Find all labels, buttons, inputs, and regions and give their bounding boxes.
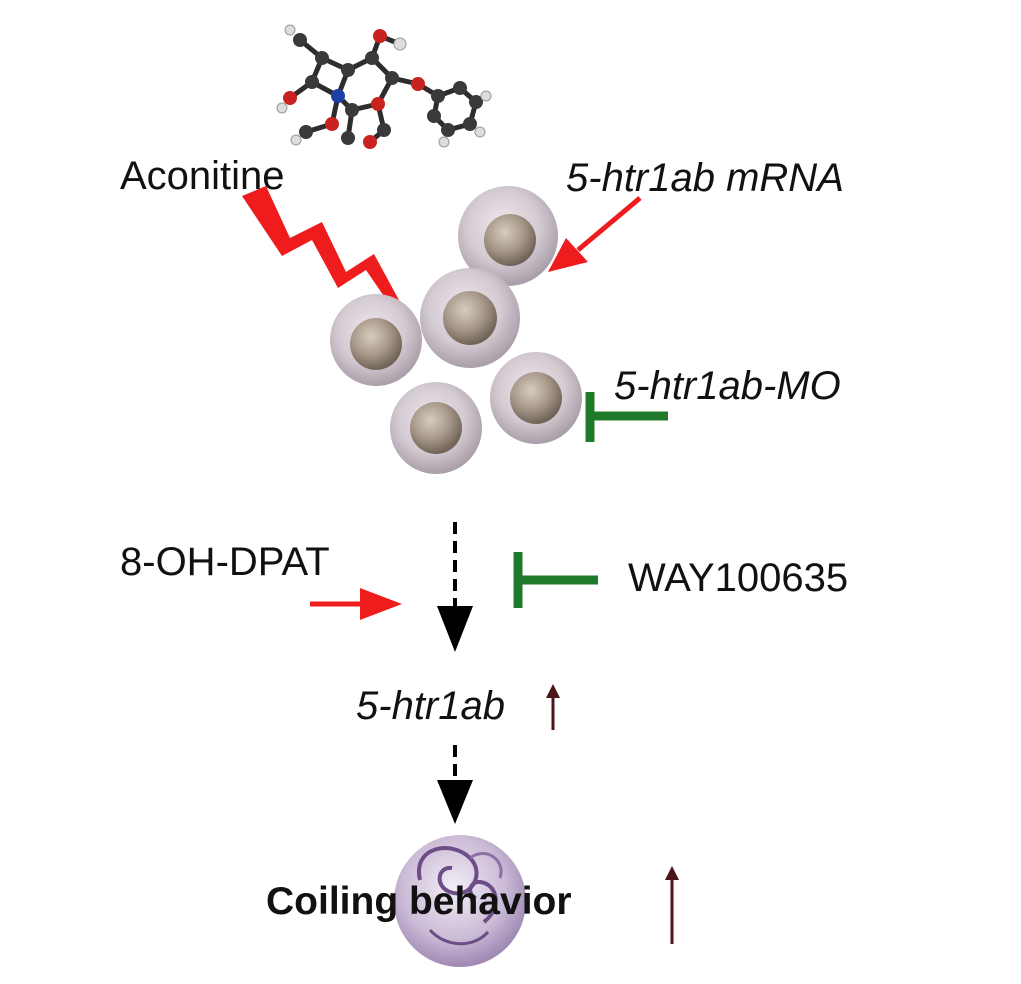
molecule-atoms [276, 24, 492, 149]
pathway-arrow-lower [437, 745, 473, 824]
zebrafish-embryo-icon [330, 294, 422, 386]
zebrafish-embryo-icon [390, 382, 482, 474]
morpholino-inhibition-bar [585, 392, 668, 442]
mrna-label: 5-htr1ab mRNA [566, 156, 844, 200]
aconitine-label: Aconitine [120, 154, 285, 198]
mrna-injection-arrow [548, 196, 642, 272]
gene-increase-arrow [546, 684, 560, 730]
coiling-embryo-icon [394, 835, 526, 967]
gene-label: 5-htr1ab [356, 684, 505, 728]
zebrafish-embryo-icon [458, 186, 558, 286]
antagonist-label: WAY100635 [628, 556, 849, 600]
antagonist-inhibition-bar [513, 552, 598, 608]
behavior-increase-arrow [665, 866, 679, 944]
behavior-label: Coiling behavior [266, 880, 572, 923]
aconitine-exposure-bolt-icon [242, 186, 400, 308]
zebrafish-embryo-icon [420, 268, 520, 368]
agonist-label: 8-OH-DPAT [120, 540, 330, 584]
pathway-arrow-upper [437, 522, 473, 652]
morpholino-label: 5-htr1ab-MO [614, 364, 841, 408]
zebrafish-embryo-icon [490, 352, 582, 444]
agonist-activation-arrow [310, 588, 402, 620]
